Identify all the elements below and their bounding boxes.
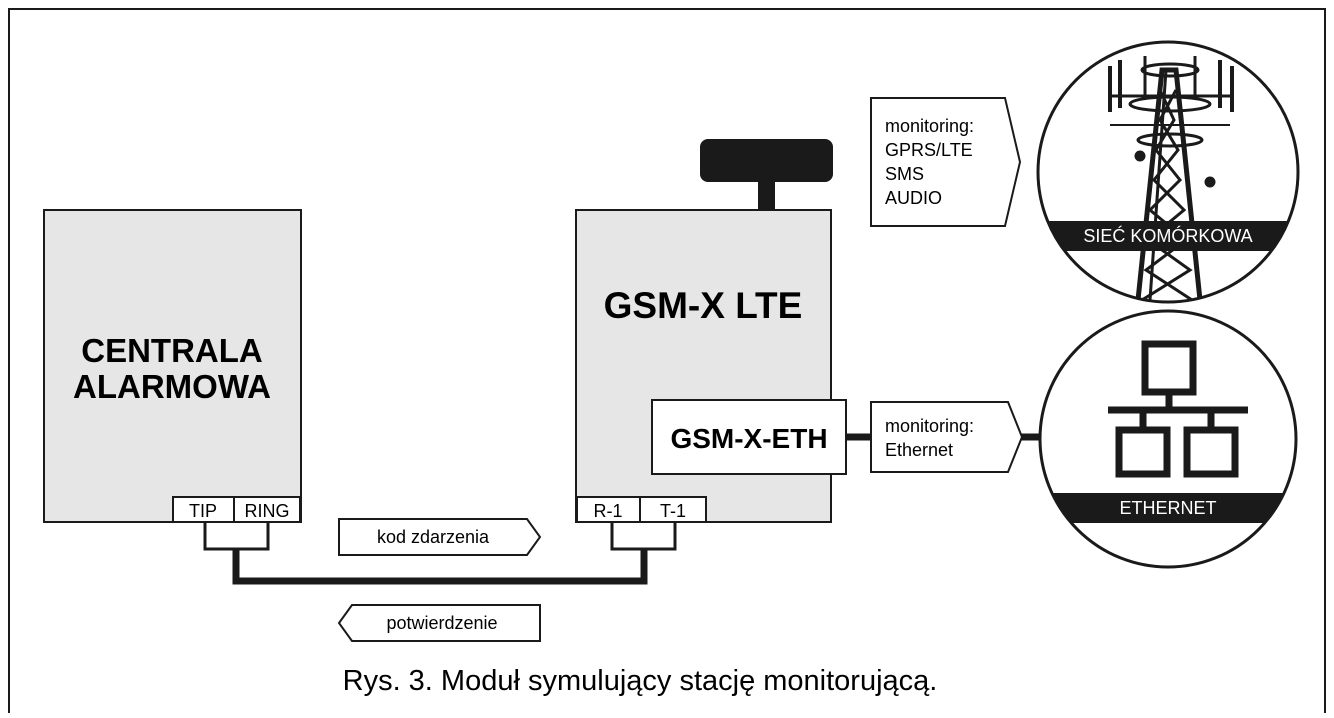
- cellular-monitoring-line1: monitoring:: [885, 116, 974, 136]
- cellular-network: SIEĆ KOMÓRKOWA: [1036, 40, 1300, 304]
- antenna-mast: [758, 180, 775, 212]
- eth-module-title: GSM-X-ETH: [670, 423, 827, 454]
- ethernet-monitoring-callout: monitoring: Ethernet: [870, 401, 1024, 473]
- cellular-monitoring-line3: SMS: [885, 164, 924, 184]
- terminal-r1: [576, 496, 641, 523]
- eth-module-box: [651, 399, 847, 475]
- alarm-panel-title-line1: CENTRALA: [81, 332, 262, 369]
- ethernet-circle: [1038, 309, 1298, 569]
- event-code-arrow: kod zdarzenia: [338, 518, 542, 556]
- figure-frame: [8, 8, 1326, 713]
- terminal-tip-label: TIP: [189, 501, 217, 521]
- telephone-line: [203, 522, 677, 585]
- event-code-label: kod zdarzenia: [377, 527, 490, 547]
- gsm-module-box: [575, 209, 832, 523]
- ethernet-monitoring-line1: monitoring:: [885, 416, 974, 436]
- alarm-panel-title-line2: ALARMOWA: [73, 368, 271, 405]
- ethernet-label-band: [1040, 493, 1296, 523]
- acknowledge-arrow: potwierdzenie: [337, 604, 541, 642]
- cellular-label-band: [1038, 221, 1298, 251]
- acknowledge-label: potwierdzenie: [386, 613, 497, 633]
- ethernet-network-label: ETHERNET: [1119, 498, 1216, 518]
- cellular-network-label: SIEĆ KOMÓRKOWA: [1083, 225, 1252, 246]
- cellular-circle: [1036, 40, 1300, 304]
- terminal-t1-label: T-1: [660, 501, 686, 521]
- terminal-r1-label: R-1: [593, 501, 622, 521]
- gsm-module-title: GSM-X LTE: [604, 285, 803, 326]
- terminal-t1: [639, 496, 707, 523]
- figure-caption: Rys. 3. Moduł symulujący stację monitoru…: [343, 665, 938, 697]
- cellular-monitoring-line2: GPRS/LTE: [885, 140, 973, 160]
- cell-tower-icon: [1038, 56, 1298, 302]
- line-cable: [232, 549, 648, 585]
- eth-module: GSM-X-ETH: [651, 399, 847, 475]
- terminal-ring-label: RING: [245, 501, 290, 521]
- network-topology-icon: [1040, 340, 1296, 523]
- alarm-panel: CENTRALA ALARMOWA TIP RING: [43, 209, 302, 523]
- cellular-monitoring-line4: AUDIO: [885, 188, 942, 208]
- ethernet-network: ETHERNET: [1038, 309, 1298, 569]
- antenna-icon: [700, 139, 833, 182]
- cellular-monitoring-callout: monitoring: GPRS/LTE SMS AUDIO: [870, 97, 1022, 227]
- ethernet-monitoring-line2: Ethernet: [885, 440, 953, 460]
